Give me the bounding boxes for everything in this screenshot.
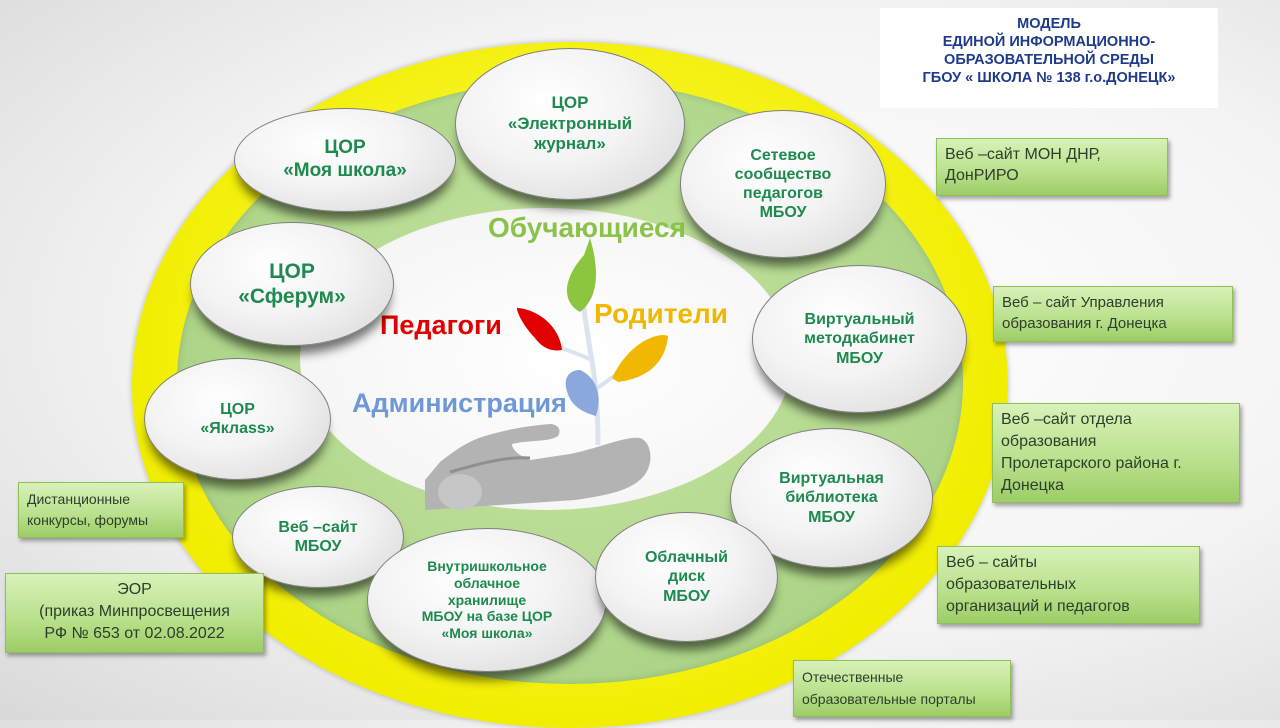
sprout-icon <box>516 238 668 446</box>
blue-leaf-icon <box>565 370 599 416</box>
node-my-school: ЦОР «Моя школа» <box>234 108 456 212</box>
label-teachers: Педагоги <box>380 310 502 340</box>
box-mon-website: Веб –сайт МОН ДНР, ДонРИРО <box>936 138 1168 196</box>
node-sferum: ЦОР «Сферум» <box>190 222 394 346</box>
green-leaf-icon <box>566 238 596 312</box>
label-students: Обучающиеся <box>488 212 686 243</box>
box-org-websites: Веб – сайты образовательных организаций … <box>937 546 1200 624</box>
node-virtual-library: Виртуальная библиотека МБОУ <box>730 428 933 568</box>
title-box: МОДЕЛЬ ЕДИНОЙ ИНФОРМАЦИОННО- ОБРАЗОВАТЕЛ… <box>880 8 1218 108</box>
box-distance-contests: Дистанционные конкурсы, форумы <box>18 482 184 538</box>
node-network-community: Сетевое сообщество педагогов МБОУ <box>680 110 886 258</box>
hand-sprout-illustration <box>425 238 668 510</box>
open-hand-icon <box>425 424 651 510</box>
box-national-portals: Отечественные образовательные порталы <box>793 660 1011 717</box>
box-edu-dept-district-website: Веб –сайт отдела образования Пролетарско… <box>992 403 1240 503</box>
label-parents: Родители <box>594 298 728 329</box>
node-e-journal: ЦОР «Электронный журнал» <box>455 48 685 200</box>
box-edu-dept-city-website: Веб – сайт Управления образования г. Дон… <box>993 286 1233 342</box>
label-administration: Администрация <box>352 388 567 418</box>
node-cloud-disk: Облачный диск МБОУ <box>595 512 778 642</box>
node-cloud-storage: Внутришкольное облачное хранилище МБОУ н… <box>367 528 607 672</box>
node-yaklass: ЦОР «Яклass» <box>144 358 331 480</box>
orange-leaf-icon <box>612 335 668 382</box>
node-website: Веб –сайт МБОУ <box>232 486 404 588</box>
node-virtual-methodcab: Виртуальный методкабинет МБОУ <box>752 265 967 413</box>
box-eor: ЭОР (приказ Минпросвещения РФ № 653 от 0… <box>5 573 264 653</box>
red-leaf-icon <box>516 307 562 351</box>
